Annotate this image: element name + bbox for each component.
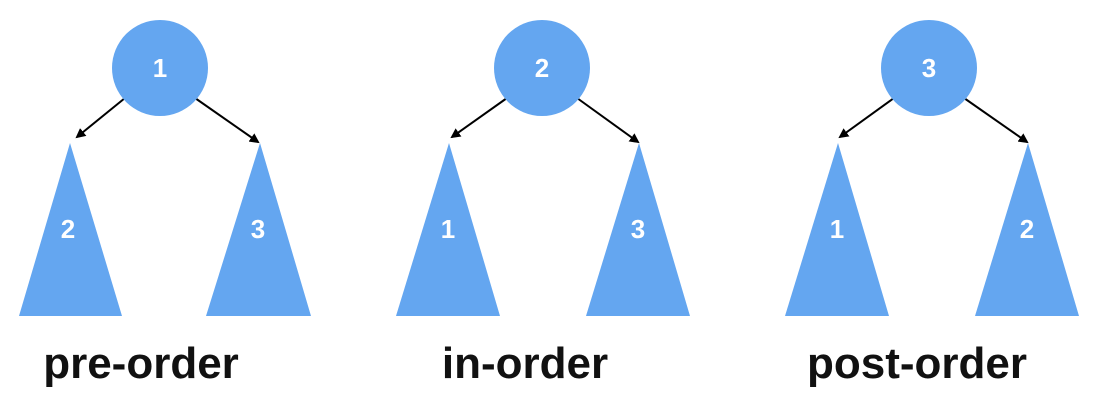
left-subtree [396, 143, 500, 316]
arrow-root-to-right [963, 97, 1029, 144]
right-subtree [975, 143, 1079, 316]
left-subtree-label: 1 [830, 214, 844, 244]
left-subtree-label: 1 [441, 214, 455, 244]
traversal-panel-post-order: 3 1 2 post-order [785, 20, 1079, 388]
right-subtree-label: 3 [631, 214, 645, 244]
left-subtree [19, 143, 122, 316]
root-node [494, 20, 590, 116]
traversal-caption: pre-order [43, 339, 239, 388]
arrow-root-to-right [194, 97, 260, 144]
left-subtree [785, 143, 889, 316]
traversal-panel-in-order: 2 1 3 in-order [396, 20, 690, 388]
traversal-panel-pre-order: 1 2 3 pre-order [19, 20, 311, 388]
right-subtree [586, 143, 690, 316]
root-node-label: 1 [153, 53, 167, 83]
arrow-root-to-left [75, 97, 126, 139]
root-node-label: 3 [922, 53, 936, 83]
right-subtree-label: 3 [251, 214, 265, 244]
root-node [881, 20, 977, 116]
arrow-root-to-right [576, 97, 640, 144]
right-subtree-label: 2 [1020, 214, 1034, 244]
arrow-root-to-left [838, 97, 895, 139]
traversal-caption: in-order [442, 339, 608, 388]
traversal-caption: post-order [807, 339, 1027, 388]
arrow-root-to-left [450, 97, 508, 139]
right-subtree [206, 143, 311, 316]
root-node [112, 20, 208, 116]
left-subtree-label: 2 [61, 214, 75, 244]
root-node-label: 2 [535, 53, 549, 83]
